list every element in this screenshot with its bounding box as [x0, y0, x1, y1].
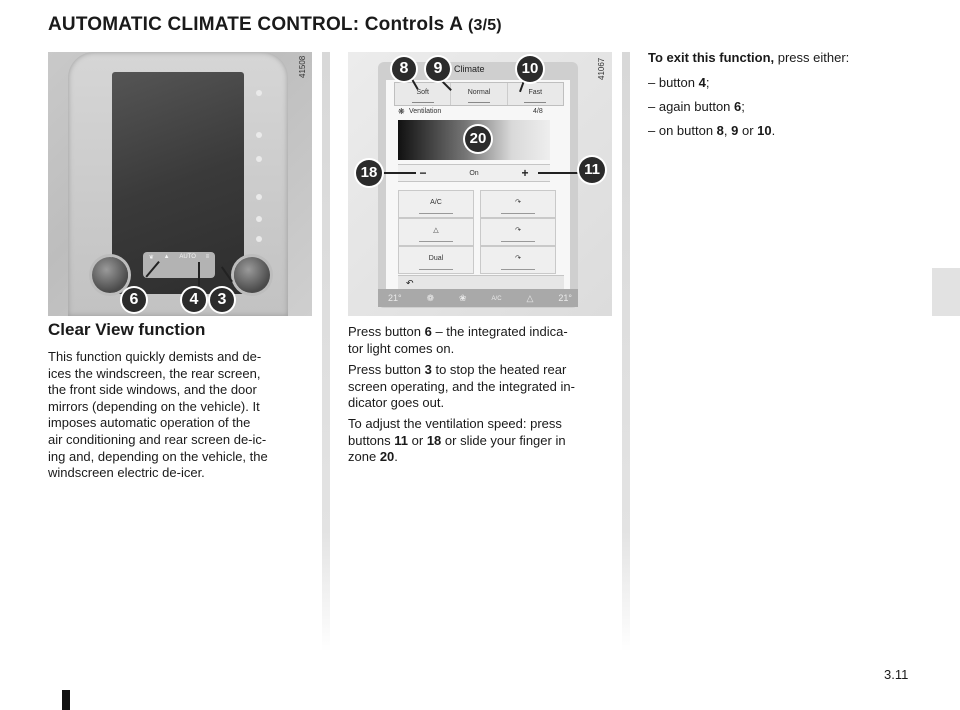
callout-10: 10: [517, 56, 543, 82]
callout-11: 11: [579, 157, 605, 183]
airflow-tile-3[interactable]: ↷: [480, 246, 556, 274]
text-line: air conditioning and rear screen de-ic-: [48, 431, 267, 447]
airflow-tile-1[interactable]: ↷: [480, 190, 556, 218]
airflow-icon: ↷: [515, 199, 521, 206]
page-number: 3.11: [884, 667, 909, 682]
back-icon[interactable]: ↶: [406, 278, 414, 288]
airflow-icon: ↷: [515, 227, 521, 234]
page-title-part: (3/5): [467, 17, 502, 34]
callout-6: 6: [122, 288, 146, 312]
screen-bottom-bar: ↶: [398, 275, 564, 290]
airflow-status-icon: ❁: [426, 293, 435, 303]
recirculation-icon: △: [433, 227, 439, 234]
side-button: [256, 90, 262, 96]
exit-option-2: – again button 6;: [648, 99, 745, 114]
airflow-icon: ↷: [515, 255, 521, 262]
fan-speed-controls: − On +: [398, 164, 550, 182]
demist-button-icon: ❦: [148, 255, 154, 261]
text-line: This function quickly demists and de-: [48, 349, 262, 364]
recirculation-status-icon: △: [526, 293, 534, 303]
callout-8: 8: [392, 57, 416, 81]
temp-right[interactable]: 21°: [558, 293, 572, 303]
text-line: the front side windows, and the door: [48, 382, 257, 398]
text-line: ices the windscreen, the rear screen,: [48, 365, 261, 381]
callout-3: 3: [210, 288, 234, 312]
callout-line: [380, 172, 416, 174]
column-divider-1: [322, 52, 330, 652]
chapter-tab: [932, 268, 960, 316]
recirculation-tile[interactable]: △: [398, 218, 474, 246]
figure-ref-2: 41067: [597, 57, 606, 80]
auto-button-label: AUTO: [179, 254, 196, 260]
exit-option-1: – button 4;: [648, 75, 710, 90]
ac-tile-label: A/C: [430, 199, 442, 206]
ref-number: 3: [424, 362, 432, 377]
text-line: mirrors (depending on the vehicle). It: [48, 398, 260, 414]
dual-tile[interactable]: Dual: [398, 246, 474, 274]
exit-option-3: – on button 8, 9 or 10.: [648, 123, 776, 138]
ref-number: 6: [424, 324, 432, 339]
left-knob: [92, 257, 128, 293]
figure-console: ❦ ▲ AUTO ≡: [48, 52, 312, 316]
page-title: AUTOMATIC CLIMATE CONTROL: Controls A (3…: [48, 14, 502, 36]
status-row: 21° ❁ ❀ A/C △ 21°: [388, 293, 572, 305]
status-strip: [378, 289, 578, 307]
callout-line: [198, 262, 200, 286]
mode-selector: Soft Normal Fast: [394, 82, 564, 106]
ref-number: 11: [394, 432, 409, 448]
paragraph-ventilation: To adjust the ventilation speed: press b…: [348, 416, 566, 465]
temp-left[interactable]: 21°: [388, 293, 402, 303]
mode-normal[interactable]: Normal: [451, 83, 508, 105]
mode-fast[interactable]: Fast: [508, 83, 563, 105]
paragraph-button-3: Press button 3 to stop the heated rear s…: [348, 362, 575, 411]
airflow-tile-2[interactable]: ↷: [480, 218, 556, 246]
exit-intro: To exit this function, press either:: [648, 50, 850, 65]
ventilation-value: 4/8: [533, 108, 543, 115]
side-button: [256, 216, 262, 222]
page-title-main: AUTOMATIC CLIMATE CONTROL: Controls A: [48, 14, 463, 35]
ac-status-label: A/C: [491, 296, 502, 302]
side-button: [256, 132, 262, 138]
callout-4: 4: [182, 288, 206, 312]
text-line: imposes automatic operation of the: [48, 415, 251, 431]
callout-18: 18: [356, 160, 382, 186]
figure-ref-1: 41508: [298, 55, 307, 78]
text-line: windscreen electric de-icer.: [48, 465, 205, 481]
callout-20: 20: [465, 126, 491, 152]
side-button: [256, 156, 262, 162]
mode-soft[interactable]: Soft: [395, 83, 452, 105]
section-heading: Clear View function: [48, 320, 206, 339]
right-knob: [234, 257, 270, 293]
hazard-button-icon: ▲: [163, 254, 170, 260]
ref-number: 20: [379, 449, 395, 465]
callout-9: 9: [426, 57, 450, 81]
side-button: [256, 236, 262, 242]
dual-tile-label: Dual: [428, 255, 444, 262]
text-line: ing and, depending on the vehicle, the: [48, 448, 268, 464]
corner-mark: [62, 690, 70, 710]
callout-line: [538, 172, 580, 174]
climate-button-row: ❦ ▲ AUTO ≡: [144, 254, 214, 264]
fan-on-label[interactable]: On: [469, 169, 479, 177]
column-divider-2: [622, 52, 630, 652]
fan-icon: ❋: [398, 107, 405, 116]
fan-status-icon: ❀: [459, 293, 467, 303]
ventilation-label: Ventilation: [409, 108, 442, 115]
ref-number: 18: [426, 432, 442, 448]
rear-defrost-button-icon: ≡: [205, 254, 210, 260]
clear-view-description: This function quickly demists and de- ic…: [48, 349, 310, 482]
paragraph-button-6: Press button 6 – the integrated indica- …: [348, 324, 568, 356]
screen-title: Climate: [454, 64, 485, 74]
fan-minus-button[interactable]: −: [419, 166, 427, 180]
side-button: [256, 194, 262, 200]
fan-plus-button[interactable]: +: [521, 166, 529, 180]
ac-tile[interactable]: A/C: [398, 190, 474, 218]
